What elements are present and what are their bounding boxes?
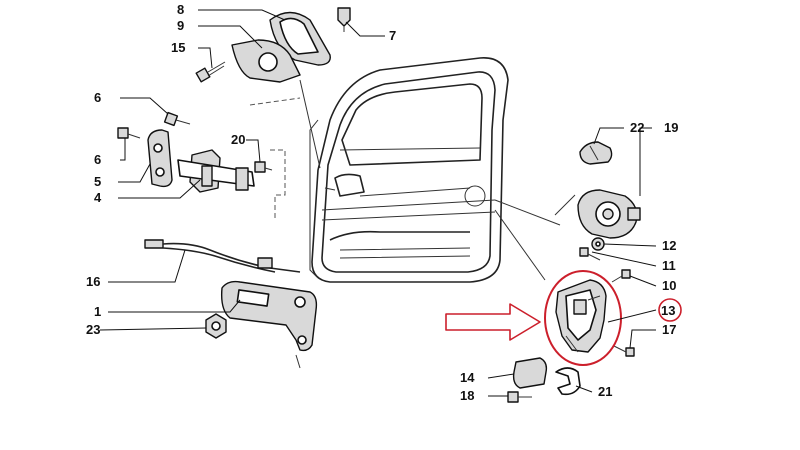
check-plate [147,129,173,188]
callout-8: 8 [177,2,184,17]
callout-9: 9 [177,18,184,33]
screw-20 [254,161,273,173]
callout-16: 16 [86,274,100,289]
callout-20: 20 [231,132,245,147]
callout-19: 19 [664,120,678,135]
pointer-arrow [445,303,541,341]
highlight-circle [544,270,622,366]
screw-7 [337,7,351,32]
screw-18 [507,391,532,403]
door-lock-actuator [555,279,607,353]
callout-21: 21 [598,384,612,399]
callout-23: 23 [86,322,100,337]
screw-6-top [163,111,191,127]
screw-17 [613,345,635,357]
callout-14: 14 [460,370,475,385]
lock-cover-14 [512,357,548,389]
callout-7: 7 [389,28,396,43]
callout-12: 12 [662,238,676,253]
leader-lines [99,9,657,397]
callout-4: 4 [94,190,102,205]
highlight-circle-13 [658,298,682,322]
fuel-flap-housing [577,189,641,239]
screw-11 [579,247,601,261]
screw-10 [611,269,631,283]
lock-cylinder-cap [579,141,613,165]
door-check-strap [177,149,255,193]
callout-11: 11 [662,258,676,273]
callout-22: 22 [630,120,644,135]
callout-15: 15 [171,40,185,55]
screw-6-mid [117,127,141,139]
callout-labels: 8 9 15 7 6 20 6 5 4 16 1 23 22 19 12 11 … [86,2,678,403]
washer-12 [591,237,605,251]
handle-bezel [231,39,301,83]
callout-13: 13 [661,303,675,318]
callout-6-mid: 6 [94,152,101,167]
clip-21 [555,367,581,396]
lock-bracket [220,280,318,369]
screw-15 [195,61,226,83]
callout-10: 10 [662,278,676,293]
callout-18: 18 [460,388,474,403]
callout-17: 17 [662,322,676,337]
nut-23 [205,313,227,339]
callout-5: 5 [94,174,101,189]
door-panel [249,57,576,283]
release-cable [144,239,301,273]
callout-6-top: 6 [94,90,101,105]
callout-1: 1 [94,304,101,319]
